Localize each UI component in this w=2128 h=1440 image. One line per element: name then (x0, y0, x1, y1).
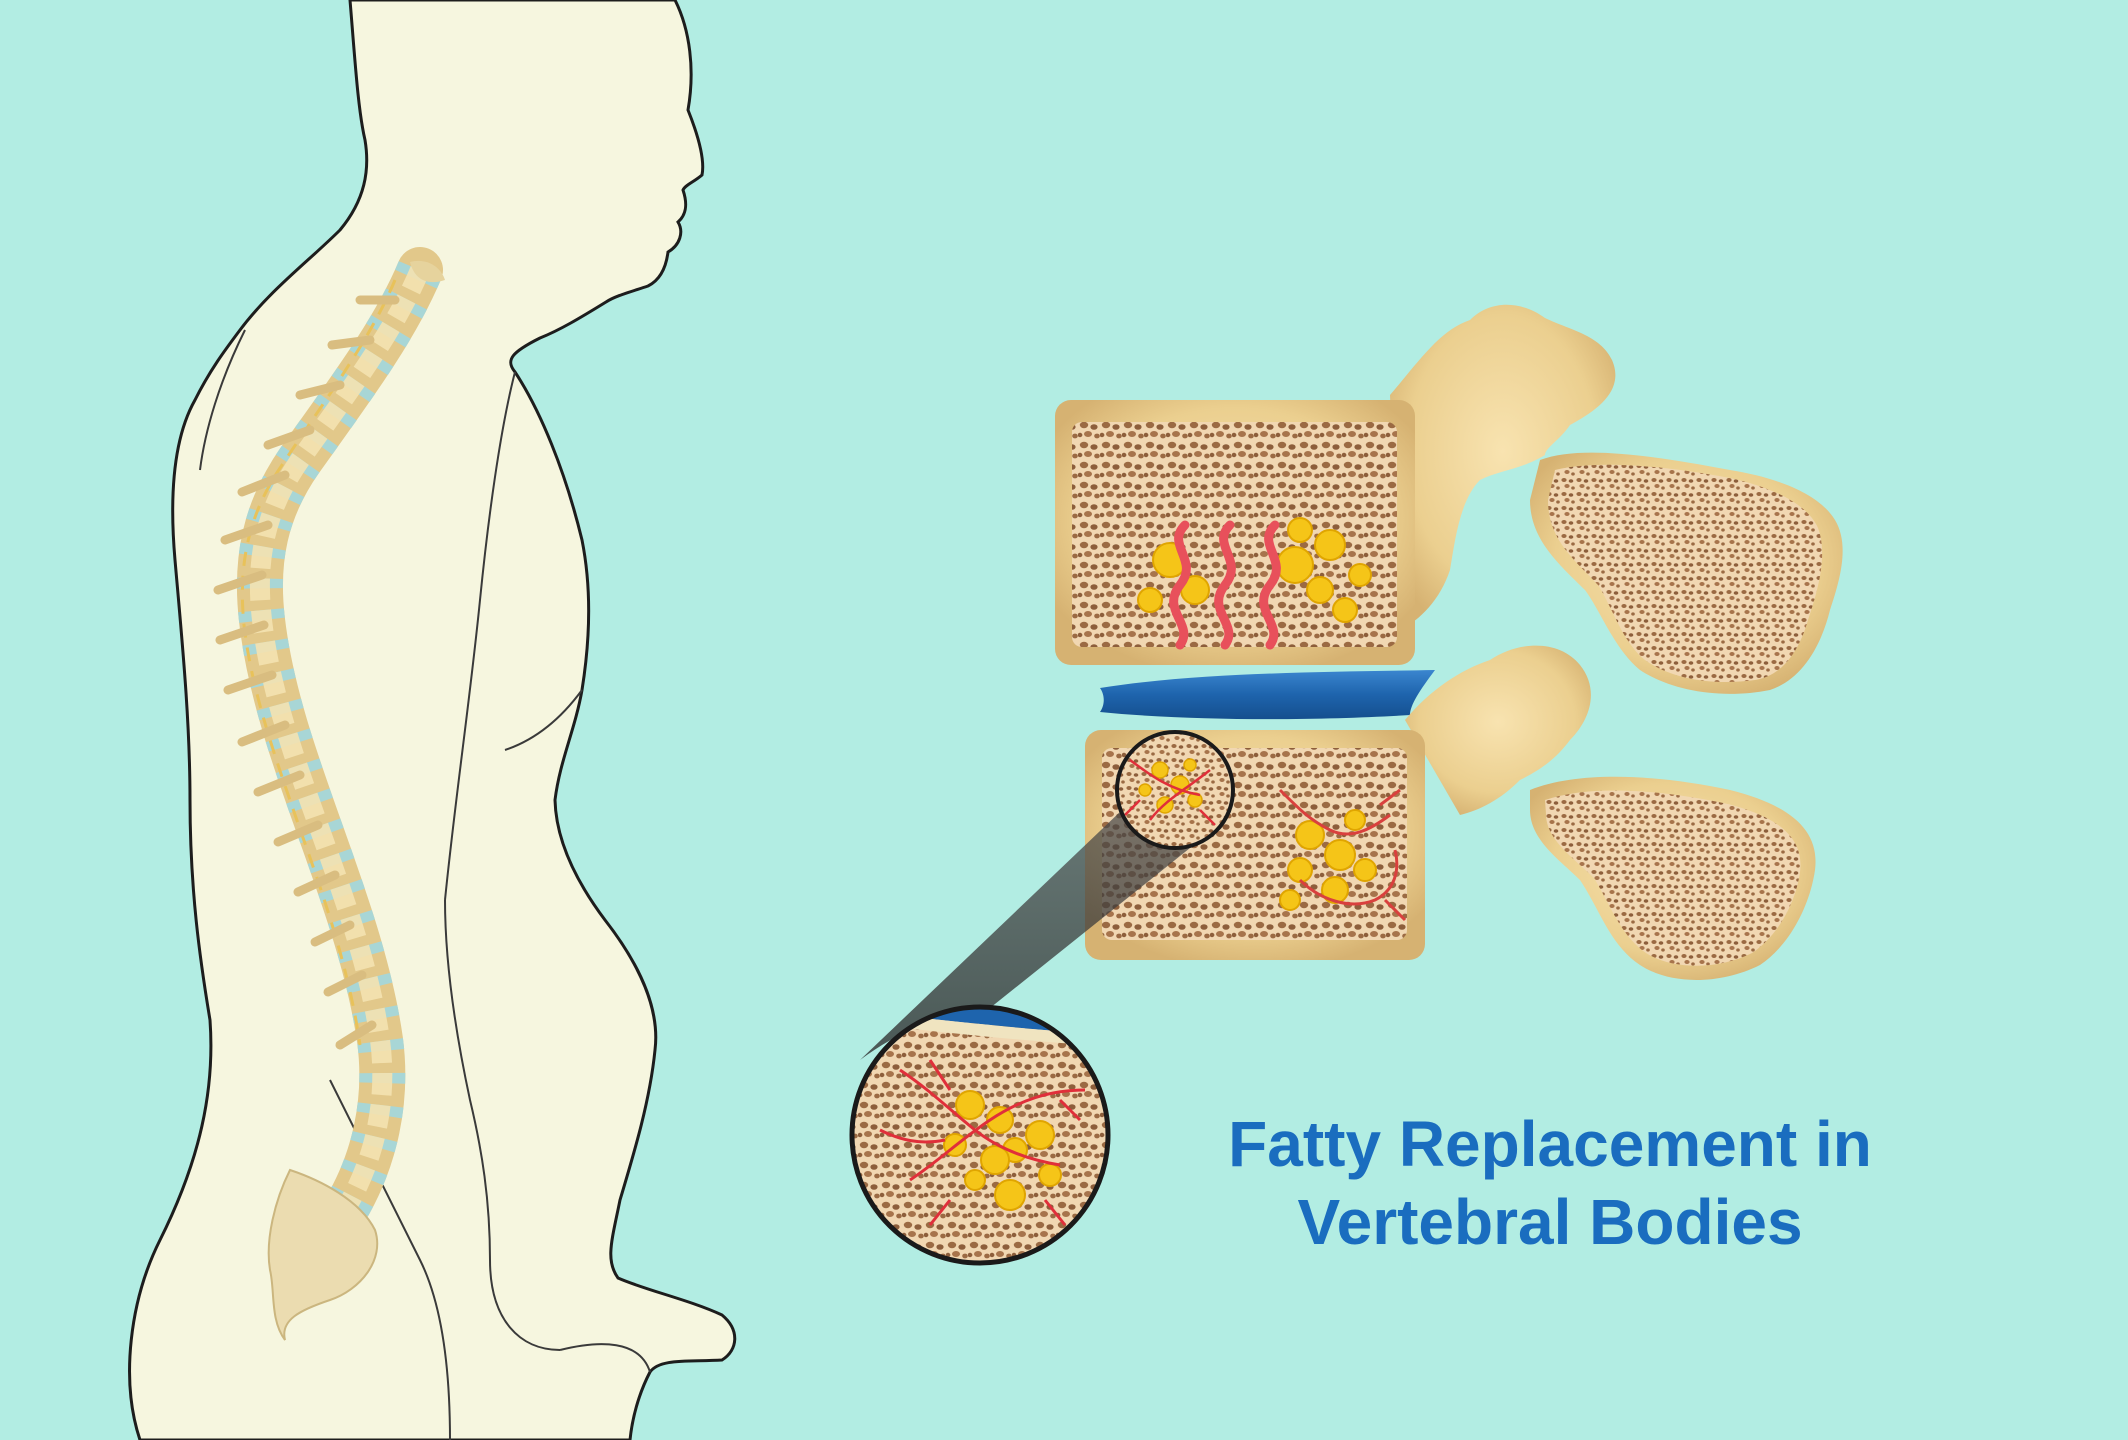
human-silhouette (128, 0, 737, 1440)
magnifier-lens (849, 730, 1235, 1266)
spine (213, 247, 445, 1341)
blood-vessels-lower (1278, 788, 1407, 922)
vertebra-upper (1055, 304, 1843, 694)
caption-line-1: Fatty Replacement in (1228, 1108, 1872, 1180)
blood-vessels-upper (1169, 520, 1281, 650)
caption: Fatty Replacement in Vertebral Bodies (1150, 1105, 1950, 1261)
fat-cells-lower (1279, 809, 1377, 911)
caption-line-2: Vertebral Bodies (1297, 1186, 1803, 1258)
intervertebral-disc (1100, 670, 1435, 720)
